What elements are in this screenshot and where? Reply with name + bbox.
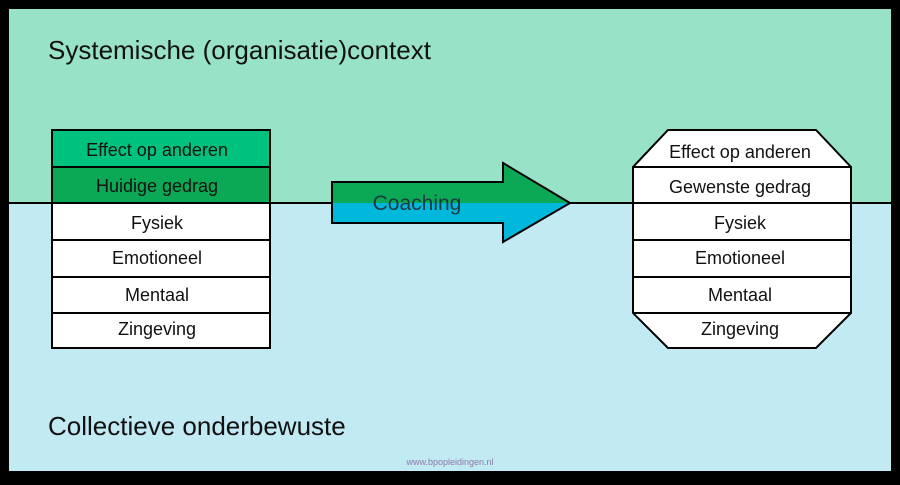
left-layer-label: Huidige gedrag — [96, 176, 218, 196]
left-layer-label: Effect op anderen — [86, 140, 228, 160]
left-layer-label: Mentaal — [125, 285, 189, 305]
right-layer-label: Gewenste gedrag — [669, 177, 811, 197]
left-layer-label: Fysiek — [131, 213, 184, 233]
arrow-label: Coaching — [373, 192, 462, 215]
left-layer-2 — [51, 166, 271, 204]
left-layer-5 — [51, 276, 271, 314]
right-stack: Effect op anderen Gewenste gedrag Fysiek… — [632, 129, 852, 349]
left-stack: Effect op anderen Huidige gedrag Fysiek … — [51, 129, 271, 349]
coaching-arrow: Coaching — [331, 161, 572, 244]
website-watermark: www.bpopleidingen.nl — [405, 457, 493, 467]
right-layer-label: Effect op anderen — [669, 142, 811, 162]
bottom-region-label: Collectieve onderbewuste — [48, 411, 346, 441]
right-layer-label: Mentaal — [708, 285, 772, 305]
right-layer-label: Emotioneel — [695, 248, 785, 268]
right-layer-label: Fysiek — [714, 213, 767, 233]
left-layer-label: Emotioneel — [112, 248, 202, 268]
left-layer-6 — [51, 312, 271, 349]
left-layer-label: Zingeving — [118, 319, 196, 339]
top-region-label: Systemische (organisatie)context — [48, 35, 432, 65]
left-layer-3 — [51, 202, 271, 241]
right-layer-label: Zingeving — [701, 319, 779, 339]
